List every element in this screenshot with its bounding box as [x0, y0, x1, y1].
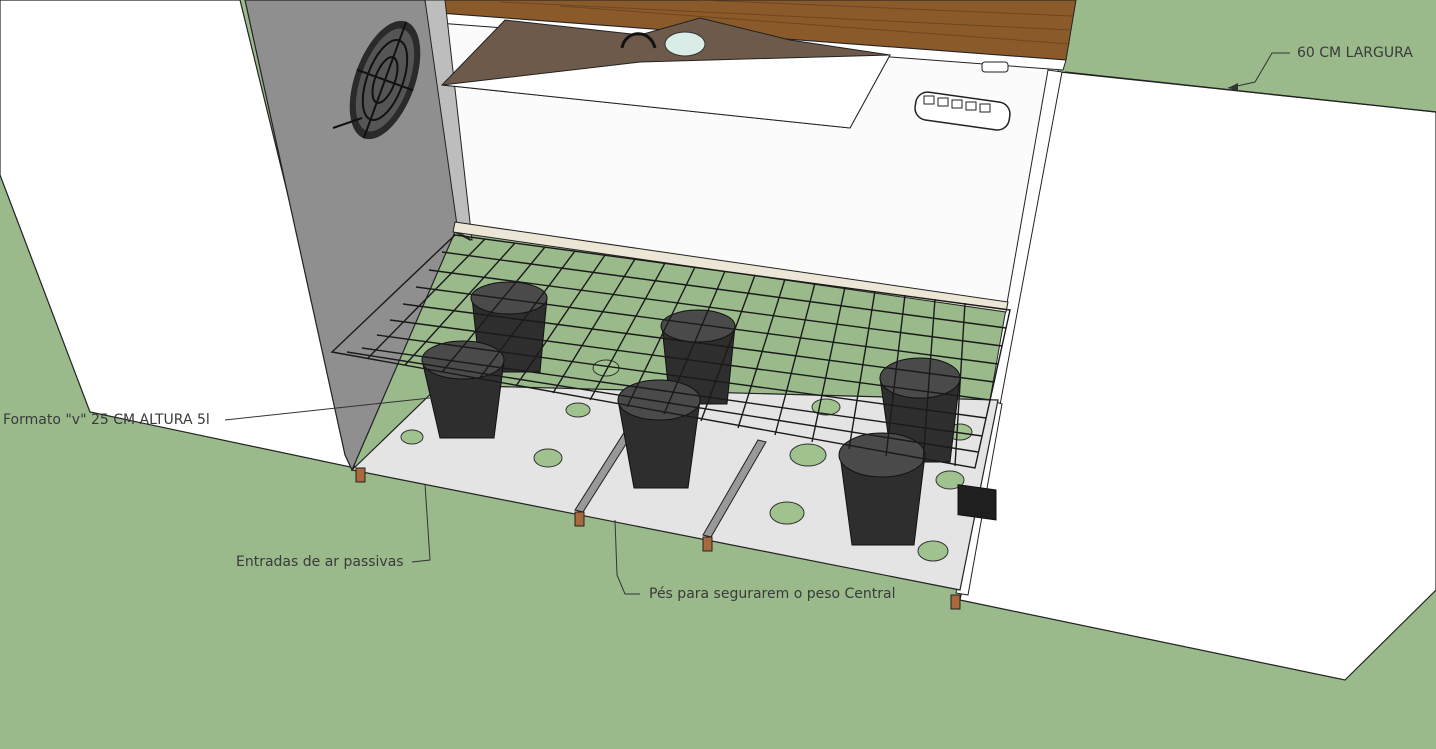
pot-format-annotation: Formato "v" 25 CM ALTURA 5l: [3, 412, 210, 428]
power-strip-sockets: [923, 95, 991, 113]
arrow-head: [1228, 83, 1238, 91]
wood-grain: [499, 0, 1073, 45]
plant-pots: [421, 281, 961, 546]
wire-mesh-tray: [330, 234, 1011, 469]
exhaust-fan: [332, 20, 421, 140]
lamp-reflector-front: [441, 54, 891, 129]
pot: [617, 379, 701, 489]
air-inlet-annotation: Entradas de ar passivas: [236, 554, 404, 570]
left-cabinet-panel: [0, 0, 356, 469]
switch: [981, 61, 1009, 73]
lamp-hook-icon: [620, 32, 657, 49]
lamp-bulb: [664, 31, 706, 57]
pot: [838, 432, 926, 546]
feet-annotation: Pés para segurarem o peso Central: [649, 586, 896, 602]
small-fan-icon: [957, 484, 997, 521]
width-annotation: 60 CM LARGURA: [1297, 45, 1413, 61]
support-feet: [355, 467, 961, 610]
leader-lines: [224, 52, 1290, 595]
width-edge: [1064, 71, 1436, 113]
mesh-back-rail: [452, 221, 1009, 313]
left-side-wall-front: [424, 0, 473, 241]
